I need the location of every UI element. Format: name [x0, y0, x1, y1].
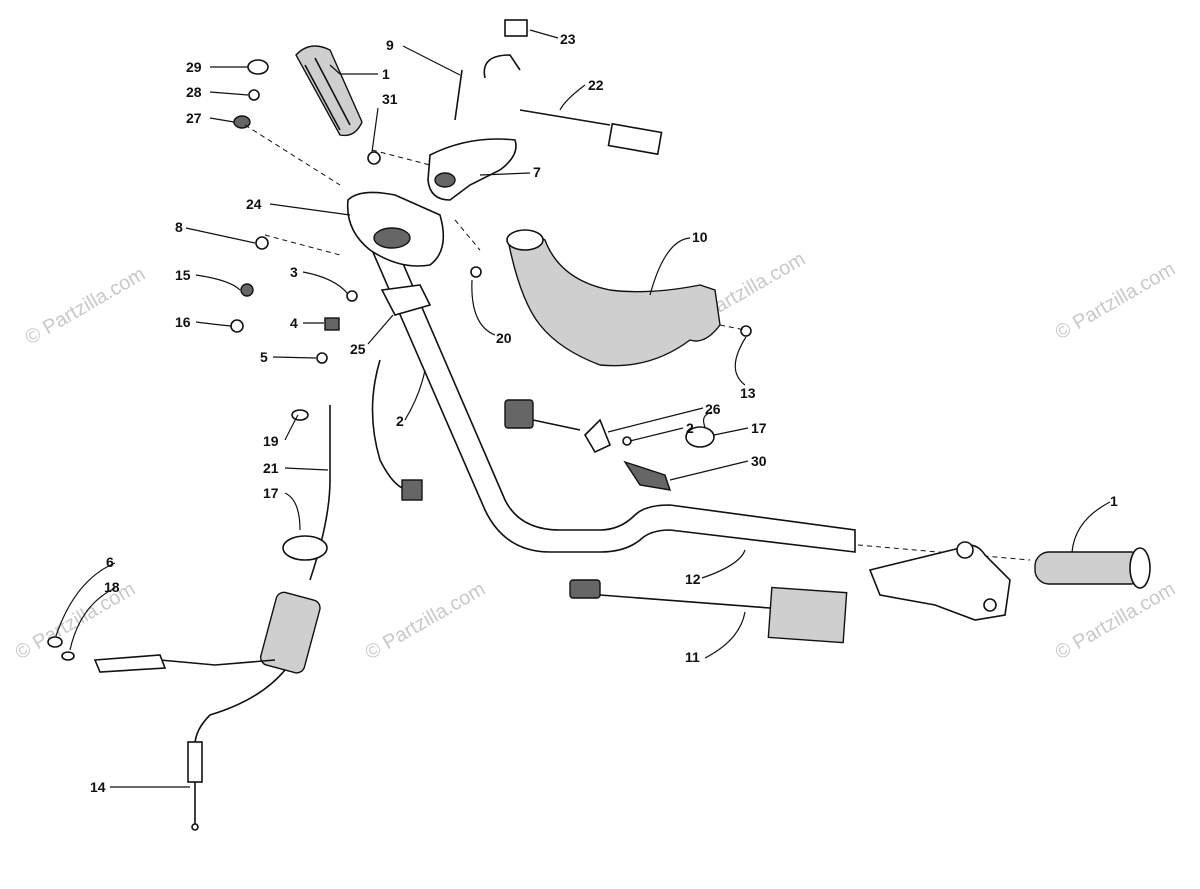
- callout-17-left: 17: [263, 485, 279, 501]
- screw-8: [255, 236, 269, 250]
- callout-22: 22: [588, 77, 604, 93]
- clip-23: [504, 19, 528, 37]
- switch-housing: [346, 191, 445, 267]
- callout-21: 21: [263, 460, 279, 476]
- nut-31: [367, 151, 381, 165]
- clip-4: [324, 317, 340, 331]
- callout-30: 30: [751, 453, 767, 469]
- screw-20: [470, 266, 482, 278]
- callout-27: 27: [186, 110, 202, 126]
- callout-20: 20: [496, 330, 512, 346]
- callout-4: 4: [290, 315, 298, 331]
- callout-1-right: 1: [1110, 493, 1118, 509]
- callout-31: 31: [382, 91, 398, 107]
- callout-1-left: 1: [382, 66, 390, 82]
- callout-25: 25: [350, 341, 366, 357]
- callout-12: 12: [685, 571, 701, 587]
- align-line-8: [264, 234, 341, 256]
- callout-2-left: 2: [396, 413, 404, 429]
- callout-28: 28: [186, 84, 202, 100]
- connector-25: [401, 479, 423, 501]
- screw-3: [346, 290, 358, 302]
- screw-5: [316, 352, 328, 364]
- handlebar: [370, 236, 856, 553]
- handlebar-axis-line: [857, 544, 1031, 561]
- callout-5: 5: [260, 349, 268, 365]
- throttle-cable: [47, 405, 331, 831]
- callout-19: 19: [263, 433, 279, 449]
- callout-2-right: 2: [686, 420, 694, 436]
- watermark-right: © Partzilla.com: [1052, 258, 1180, 344]
- callout-9: 9: [386, 37, 394, 53]
- hand-guard: [506, 229, 721, 367]
- leader-lines: [55, 29, 1111, 788]
- cable-25: [371, 359, 411, 491]
- align-line-13: [719, 324, 746, 331]
- heater-element: [569, 579, 848, 644]
- wire-harness: [483, 54, 663, 156]
- align-line-27: [244, 124, 341, 186]
- callout-17-right: 17: [751, 420, 767, 436]
- washer-15: [240, 283, 254, 297]
- align-line-31: [371, 149, 431, 166]
- throttle-housing: [427, 138, 517, 201]
- nut-16: [230, 319, 244, 333]
- grip-right: [1034, 547, 1151, 589]
- cap-29: [247, 59, 269, 75]
- watermark-bottom-left: © Partzilla.com: [12, 578, 140, 664]
- watermark-bottom-right: © Partzilla.com: [1052, 578, 1180, 664]
- bracket-25: [380, 284, 432, 316]
- callout-23: 23: [560, 31, 576, 47]
- callouts: 29 28 27 1 31 9 23 22 7 24 8 15 16 3 4 5…: [90, 31, 1118, 795]
- callout-15: 15: [175, 267, 191, 283]
- screw-13: [740, 325, 752, 337]
- callout-6: 6: [106, 554, 114, 570]
- watermark-bottom-center: © Partzilla.com: [362, 578, 490, 664]
- callout-7: 7: [533, 164, 541, 180]
- callout-3: 3: [290, 264, 298, 280]
- callout-16: 16: [175, 314, 191, 330]
- callout-24: 24: [246, 196, 262, 212]
- screw-9: [454, 69, 463, 121]
- callout-8: 8: [175, 219, 183, 235]
- callout-29: 29: [186, 59, 202, 75]
- callout-18: 18: [104, 579, 120, 595]
- grip-left: [295, 45, 363, 137]
- callout-10: 10: [692, 229, 708, 245]
- callout-13: 13: [740, 385, 756, 401]
- watermark-left: © Partzilla.com: [22, 263, 150, 349]
- align-line-20: [454, 219, 481, 251]
- switch-assembly-26: [504, 399, 715, 491]
- brake-assembly: [868, 541, 1011, 621]
- screw-28: [248, 89, 260, 101]
- callout-14: 14: [90, 779, 106, 795]
- callout-11: 11: [685, 649, 700, 665]
- callout-26: 26: [705, 401, 721, 417]
